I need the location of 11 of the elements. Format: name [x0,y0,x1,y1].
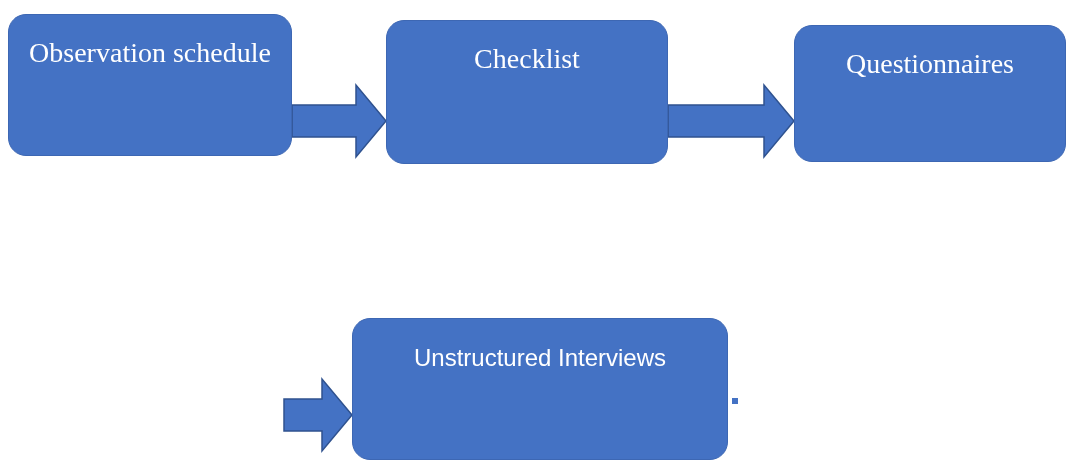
block-arrow [283,376,353,454]
box-label: Questionnaires [845,47,1015,81]
box-label: Observation schedule [28,36,272,70]
process-box [8,14,292,156]
process-box [794,25,1066,162]
block-arrow [667,82,795,160]
block-arrow [291,82,387,160]
process-box [352,318,728,460]
box-label: Unstructured Interviews [412,343,668,373]
box-label: Checklist [473,42,581,76]
process-box [386,20,668,164]
